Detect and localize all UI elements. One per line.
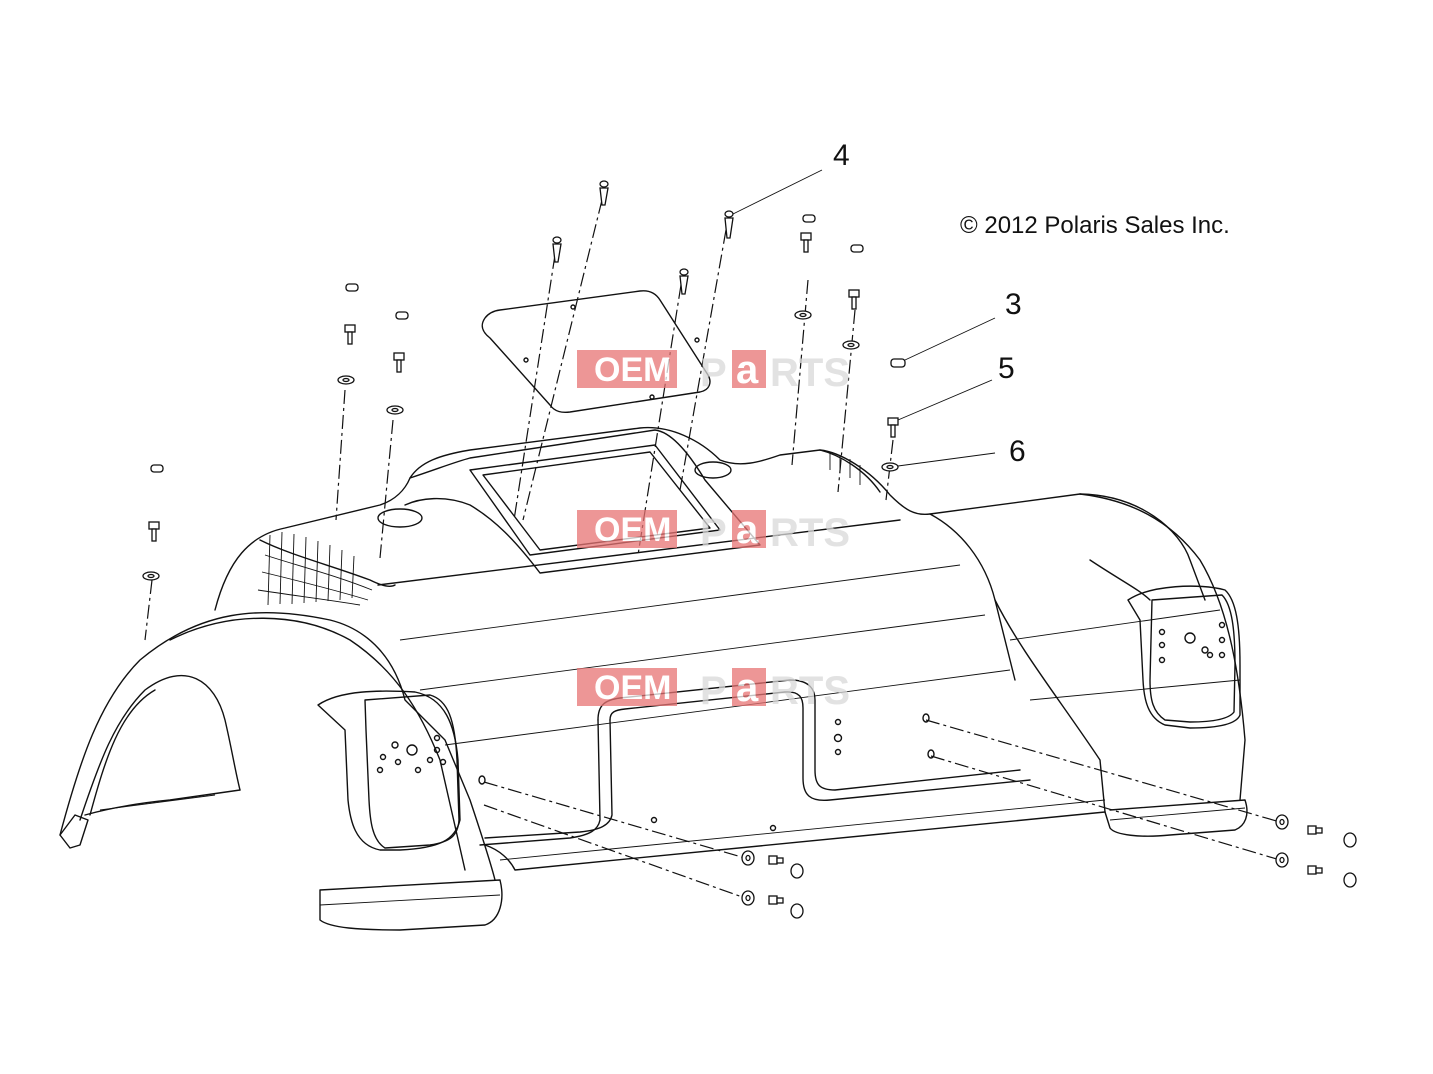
watermark-1: OEM P a RTS <box>577 348 850 395</box>
watermark-rts: RTS <box>770 669 850 713</box>
watermark-a: a <box>736 348 759 392</box>
watermark-oem: OEM <box>594 669 671 707</box>
leader-4 <box>732 169 823 215</box>
rivet-1 <box>599 180 609 206</box>
watermark-rts: RTS <box>770 511 850 555</box>
watermark-p: P <box>700 351 727 395</box>
rivet-4 <box>724 210 734 239</box>
fastener-stack-1 <box>337 283 359 385</box>
fastener-stack-3 <box>142 464 164 581</box>
side-bolt-set-2 <box>741 890 804 919</box>
copyright-text: © 2012 Polaris Sales Inc. <box>960 212 1230 239</box>
callout-label-3: 3 <box>1005 288 1022 321</box>
rivet-2 <box>552 236 562 263</box>
leader-3 <box>904 317 996 361</box>
watermark: OEM P a RTS OEM P a RTS OEM P a RTS <box>577 348 850 713</box>
watermark-p: P <box>700 669 727 713</box>
rear-fender-body <box>59 426 1248 931</box>
side-bolt-set-3 <box>1275 814 1357 848</box>
fastener-stack-6 <box>881 358 906 472</box>
side-bolt-set-1 <box>741 850 804 879</box>
watermark-p: P <box>700 511 727 555</box>
assembly-guide-lines <box>144 199 1281 899</box>
fastener-stack-4 <box>794 214 816 320</box>
watermark-2: OEM P a RTS <box>577 508 850 555</box>
callouts: 4 3 5 6 <box>732 139 1026 468</box>
leader-6 <box>897 452 996 467</box>
watermark-a: a <box>736 508 759 552</box>
side-bolt-set-4 <box>1275 852 1357 888</box>
watermark-oem: OEM <box>594 511 671 549</box>
leader-5 <box>897 379 993 421</box>
callout-label-6: 6 <box>1009 435 1026 468</box>
rivet-3 <box>679 268 689 295</box>
watermark-3: OEM P a RTS <box>577 666 850 713</box>
callout-label-4: 4 <box>833 139 850 172</box>
callout-label-5: 5 <box>998 352 1015 385</box>
watermark-rts: RTS <box>770 351 850 395</box>
watermark-oem: OEM <box>594 351 671 389</box>
fastener-stack-2 <box>386 311 409 415</box>
fasteners <box>142 180 1357 919</box>
fastener-stack-5 <box>842 244 864 350</box>
watermark-a: a <box>736 666 759 710</box>
